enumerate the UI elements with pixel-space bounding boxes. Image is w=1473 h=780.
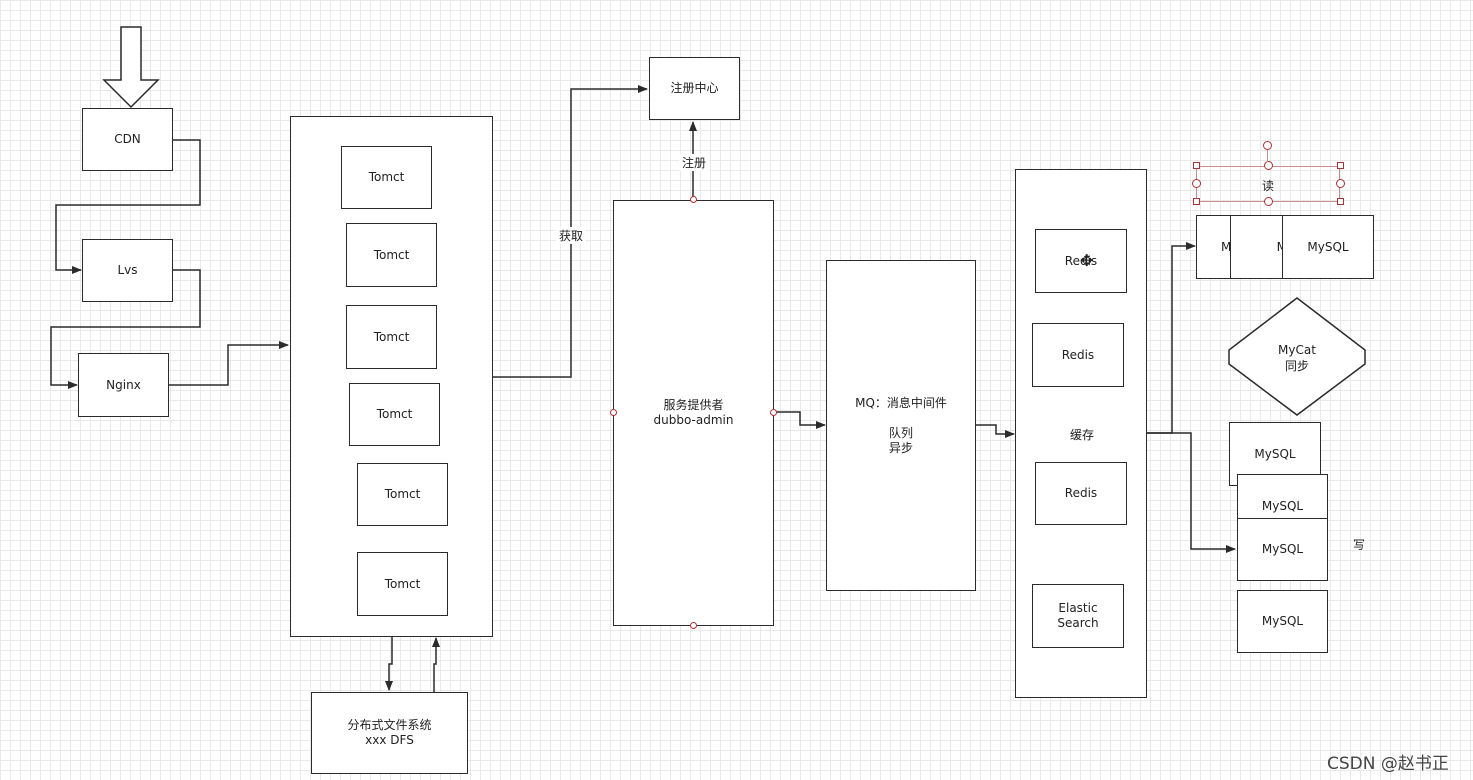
edge-provider-mq xyxy=(774,411,826,429)
connection-point[interactable] xyxy=(690,622,697,629)
lvs-label: Lvs xyxy=(117,263,138,277)
mysql-node[interactable]: M xyxy=(1230,215,1290,279)
registry-node[interactable]: 注册中心 xyxy=(649,57,740,120)
resize-handle[interactable] xyxy=(1336,179,1345,188)
rotate-handle-stem xyxy=(1267,150,1268,162)
cdn-label: CDN xyxy=(114,132,141,146)
mysql-label: MySQL xyxy=(1261,542,1304,556)
edge-mq-cache xyxy=(976,424,1015,438)
mysql-node[interactable]: MySQL xyxy=(1237,590,1328,653)
mysql-node[interactable]: MySQL xyxy=(1282,215,1374,279)
connection-point[interactable] xyxy=(770,409,777,416)
elasticsearch-label: Elastic Search xyxy=(1057,601,1099,630)
tomcat-label: Tomct xyxy=(384,576,421,591)
tomcat-node[interactable]: Tomct xyxy=(357,552,448,616)
tomcat-node[interactable]: Tomct xyxy=(357,463,448,526)
dfs-node[interactable]: 分布式文件系统 xxx DFS xyxy=(311,692,468,774)
elasticsearch-node[interactable]: Elastic Search xyxy=(1032,584,1124,648)
mysql-label: MySQL xyxy=(1254,446,1296,461)
tomcat-label: Tomct xyxy=(376,407,413,421)
register-edge-label: 注册 xyxy=(679,154,709,171)
mysql-label: M xyxy=(1221,239,1232,254)
redis-node[interactable]: Redis xyxy=(1035,229,1127,293)
resize-handle[interactable] xyxy=(1264,161,1273,170)
mq-node[interactable]: MQ：消息中间件 队列 异步 xyxy=(826,260,976,591)
mysql-label: MySQL xyxy=(1261,498,1304,513)
resize-handle[interactable] xyxy=(1193,198,1200,205)
resize-handle[interactable] xyxy=(1337,162,1344,169)
mysql-node[interactable]: MySQL xyxy=(1237,518,1328,581)
rotate-handle[interactable] xyxy=(1263,141,1272,150)
tomcat-node[interactable]: Tomct xyxy=(341,146,432,209)
tomcat-node[interactable]: Tomct xyxy=(349,383,440,446)
connection-point[interactable] xyxy=(610,409,617,416)
edge-cache-write xyxy=(1147,432,1236,553)
tomcat-label: Tomct xyxy=(373,247,410,262)
resize-handle[interactable] xyxy=(1193,162,1200,169)
cdn-node[interactable]: CDN xyxy=(82,108,173,171)
resize-handle[interactable] xyxy=(1192,179,1201,188)
redis-node[interactable]: Redis xyxy=(1035,462,1127,525)
mq-label: MQ：消息中间件 队列 异步 xyxy=(855,395,947,455)
edge-nginx-tomcat xyxy=(169,341,289,386)
lvs-node[interactable]: Lvs xyxy=(82,239,173,302)
edge-tomcat-dfs xyxy=(385,636,393,691)
resize-handle[interactable] xyxy=(1264,197,1273,206)
tomcat-node[interactable]: Tomct xyxy=(346,305,437,369)
mycat-sync-label: MyCat 同步 xyxy=(1278,343,1316,373)
tomcat-label: Tomct xyxy=(384,487,421,501)
nginx-node[interactable]: Nginx xyxy=(78,353,169,417)
registry-label: 注册中心 xyxy=(670,81,719,95)
edge-cache-read xyxy=(1147,242,1196,434)
nginx-label: Nginx xyxy=(106,377,141,392)
mysql-label: MySQL xyxy=(1261,614,1304,628)
mysql-label: MySQL xyxy=(1307,239,1349,254)
resize-handle[interactable] xyxy=(1337,198,1344,205)
tomcat-label: Tomct xyxy=(373,329,410,344)
traffic-entry-arrow xyxy=(102,26,160,109)
edge-dfs-tomcat xyxy=(432,637,440,692)
cache-label: 缓存 xyxy=(1069,428,1094,442)
redis-label: Redis xyxy=(1064,486,1098,500)
redis-label: Redis xyxy=(1064,253,1098,268)
redis-node[interactable]: Redis xyxy=(1032,323,1124,387)
fetch-edge-label: 获取 xyxy=(556,227,586,244)
provider-label: 服务提供者 dubbo-admin xyxy=(653,398,734,427)
dfs-label: 分布式文件系统 xxx DFS xyxy=(347,718,432,747)
write-label: 写 xyxy=(1352,538,1365,552)
edge-lvs-nginx xyxy=(50,269,201,389)
tomcat-node[interactable]: Tomct xyxy=(346,223,437,287)
redis-label: Redis xyxy=(1061,347,1095,362)
tomcat-label: Tomct xyxy=(368,170,405,184)
connection-point[interactable] xyxy=(690,196,697,203)
csdn-watermark: CSDN @赵书正 xyxy=(1327,754,1449,774)
mysql-label: M xyxy=(1277,240,1287,255)
read-label[interactable]: 读 xyxy=(1261,179,1274,193)
move-cursor-icon: ✥ xyxy=(1080,251,1094,270)
provider-node[interactable]: 服务提供者 dubbo-admin xyxy=(613,200,774,626)
mycat-sync-shape xyxy=(1228,297,1366,416)
edge-cdn-lvs xyxy=(55,139,201,274)
